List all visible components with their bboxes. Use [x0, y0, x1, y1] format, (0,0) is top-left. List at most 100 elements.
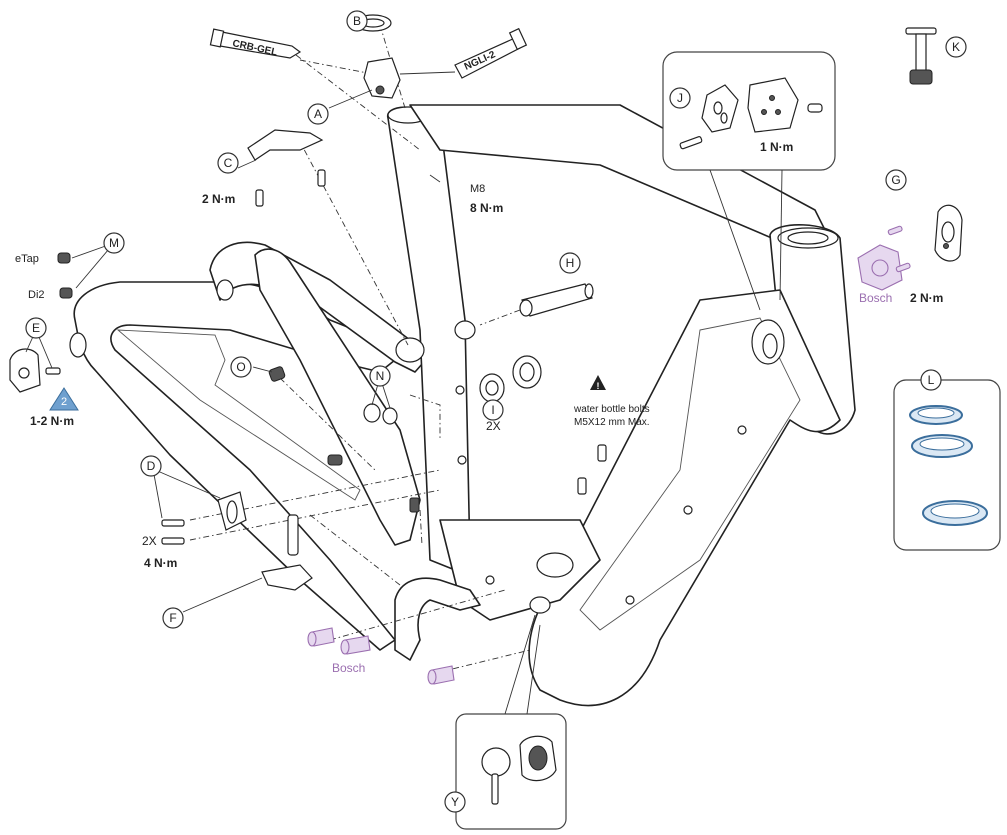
callout-g: G — [885, 169, 907, 191]
svg-text:O: O — [236, 360, 245, 374]
step-badge — [49, 387, 79, 411]
svg-text:A: A — [314, 107, 322, 121]
pivot-axle — [519, 283, 594, 317]
j-leader — [779, 169, 783, 301]
frame-plug — [268, 366, 286, 382]
dropout-hole — [216, 279, 234, 301]
seat-clamp-insert — [363, 57, 401, 99]
top-cap-steerer — [905, 27, 937, 85]
svg-text:N: N — [376, 369, 385, 383]
bosch-motor-bolts — [307, 627, 455, 685]
link-bracket — [394, 577, 481, 661]
torque-e: 1-2 N·m — [30, 414, 74, 428]
water-bottle-warning: ! water bottle bolts M5X12 mm Max. — [573, 375, 650, 428]
svg-text:I: I — [491, 403, 494, 417]
water-bottle-line1: water bottle bolts — [573, 404, 650, 415]
svg-text:K: K — [952, 40, 960, 54]
callout-j: J — [669, 87, 691, 109]
torque-m8: 8 N·m — [470, 201, 503, 215]
water-bottle-line2: M5X12 mm Max. — [574, 417, 650, 428]
frame-hole — [457, 455, 467, 465]
bosch-right-label: Bosch — [859, 291, 892, 305]
etap-plug — [57, 252, 71, 264]
cover-plate — [747, 77, 799, 133]
frame-plug — [409, 497, 420, 513]
water-bottle-bolt — [577, 477, 587, 495]
svg-text:H: H — [566, 256, 575, 270]
etap-label: eTap — [15, 253, 39, 265]
torque-j: 1 N·m — [760, 140, 793, 154]
callout-i: I — [482, 399, 504, 421]
qty-i: 2X — [486, 419, 501, 433]
j-leader — [709, 169, 761, 311]
svg-text:E: E — [32, 321, 40, 335]
qty-d: 2X — [142, 534, 157, 548]
cable-port-hole — [762, 333, 778, 359]
ngli-2-tube: NGLI-2 — [454, 27, 528, 79]
bearing-large-bore — [519, 362, 535, 382]
svg-text:J: J — [677, 91, 683, 105]
port-cap — [481, 747, 511, 777]
callout-m: M — [103, 232, 125, 254]
torque-d: 4 N·m — [144, 556, 177, 570]
svg-text:M: M — [109, 236, 119, 250]
derailleur-hanger — [261, 514, 313, 591]
frame-hole — [625, 595, 635, 605]
guide-bolt — [317, 169, 326, 187]
cable-guide — [247, 129, 324, 161]
callout-e: E — [25, 317, 47, 339]
svg-text:!: ! — [597, 381, 600, 391]
frame-plug — [327, 454, 343, 466]
svg-text:F: F — [169, 611, 176, 625]
torque-c: 2 N·m — [202, 192, 235, 206]
grommet — [363, 403, 381, 423]
svg-text:L: L — [928, 373, 935, 387]
svg-text:D: D — [147, 459, 156, 473]
bike-frame — [69, 104, 856, 707]
ngli-leader — [399, 71, 456, 75]
bearing-small-bore — [485, 380, 499, 396]
torque-g: 2 N·m — [910, 291, 943, 305]
step-number: 2 — [61, 396, 67, 408]
grommet — [382, 407, 398, 425]
lower-port — [529, 596, 551, 614]
frame-hole — [485, 575, 495, 585]
svg-text:B: B — [353, 14, 361, 28]
y-leader — [526, 624, 541, 715]
y-leader — [504, 614, 536, 715]
down-tube — [528, 289, 841, 707]
seat-stay-panel — [116, 329, 361, 501]
dropout-insert — [9, 348, 41, 393]
inset-l — [893, 379, 1001, 551]
di2-plug — [59, 287, 73, 299]
dropout-bolt — [45, 367, 61, 375]
port-bolt — [161, 537, 185, 545]
callout-k: K — [945, 36, 967, 58]
crb-gel-tube: CRB-GEL — [209, 28, 302, 59]
warning-icon — [590, 375, 606, 390]
port-bolt — [161, 519, 185, 527]
inset-j: 1 N·m — [662, 51, 836, 171]
callout-n: N — [369, 365, 391, 387]
water-bottle-bolt — [597, 444, 607, 462]
bosch-display-mount — [857, 225, 911, 291]
svg-text:C: C — [224, 156, 233, 170]
frame-hole — [455, 385, 465, 395]
rear-axle-hole — [69, 332, 87, 358]
frame-hole — [737, 425, 747, 435]
m8-label: M8 — [470, 183, 485, 195]
callout-y: Y — [444, 791, 466, 813]
svg-text:G: G — [891, 173, 900, 187]
inset-y — [455, 713, 567, 830]
clamp-bolt — [375, 85, 385, 95]
head-tube-bore — [787, 231, 829, 245]
cable-port-plate — [217, 491, 247, 531]
bosch-bottom-label: Bosch — [332, 661, 365, 675]
rocker-link — [254, 248, 421, 546]
callout-d: D — [140, 455, 162, 477]
callout-l: L — [920, 369, 942, 391]
bb-shell — [536, 552, 574, 578]
callout-f: F — [162, 607, 184, 629]
callout-c: C — [217, 152, 239, 174]
